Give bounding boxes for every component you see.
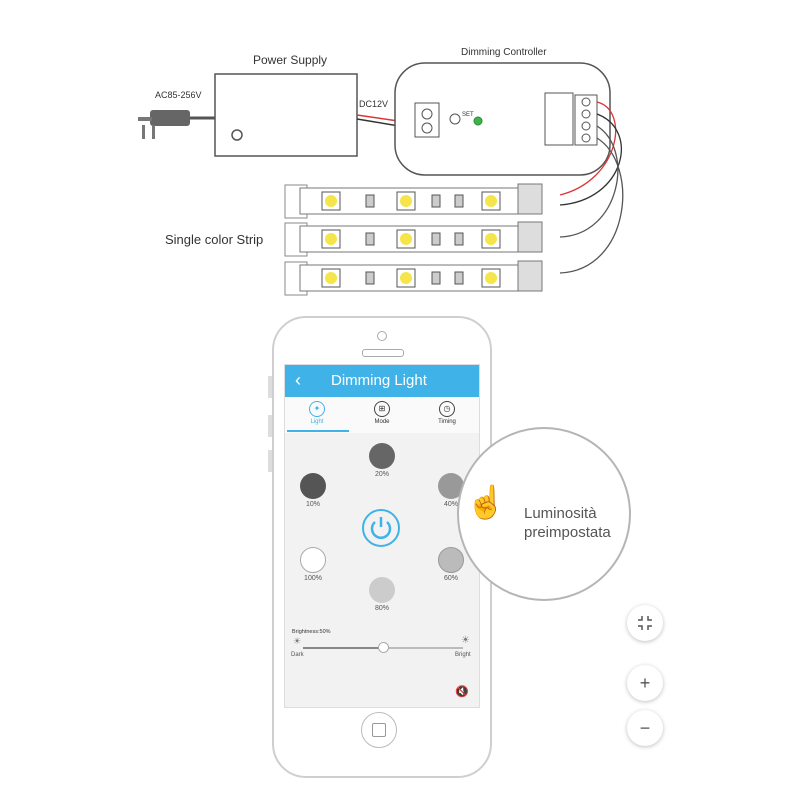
home-button[interactable] [361, 712, 397, 748]
mode-icon: ⊞ [374, 401, 390, 417]
tab-light-label: Light [310, 419, 324, 425]
dimming-controller-box [394, 62, 611, 176]
led-strip-2 [284, 221, 543, 257]
zoom-out-button[interactable]: − [627, 710, 663, 746]
power-icon [370, 517, 392, 539]
clock-icon: ◷ [439, 401, 455, 417]
app-title: Dimming Light [331, 372, 427, 389]
led-strip-1 [284, 183, 543, 219]
dark-sun-icon: ☀ [293, 636, 302, 646]
speaker-grille [362, 349, 404, 357]
side-button [268, 450, 272, 472]
controller-label: Dimming Controller [461, 47, 547, 58]
ac-input-label: AC85-256V [155, 90, 202, 100]
set-label: SET [462, 112, 474, 118]
preset-80[interactable] [369, 577, 395, 603]
side-button [268, 376, 272, 398]
led-strip-3 [284, 260, 543, 296]
preset-100[interactable] [300, 547, 326, 573]
tab-light[interactable]: ✦ Light [287, 401, 347, 425]
power-supply-box [214, 73, 358, 157]
tab-mode[interactable]: ⊞ Mode [352, 401, 412, 425]
ac-plug [138, 110, 215, 139]
callout-circle [457, 427, 631, 601]
preset-100-label: 100% [304, 575, 322, 582]
preset-10-label: 10% [305, 501, 320, 508]
phone-screen: ‹ Dimming Light ✦ Light ⊞ Mode ◷ Timing … [284, 364, 480, 708]
preset-60[interactable] [438, 547, 464, 573]
camera-icon [377, 331, 387, 341]
brightness-thumb[interactable] [378, 642, 389, 653]
preset-80-label: 80% [374, 605, 389, 612]
power-button[interactable] [362, 509, 400, 547]
preset-20[interactable] [369, 443, 395, 469]
preset-20-label: 20% [374, 471, 389, 478]
tab-indicator [287, 430, 349, 432]
bulb-icon: ✦ [309, 401, 325, 417]
dc-output-label: DC12V [359, 99, 389, 109]
callout-line-2: preimpostata [524, 524, 611, 541]
power-supply-label: Power Supply [253, 53, 328, 67]
mute-icon[interactable]: 🔇 [455, 686, 469, 698]
tap-hand-icon: ☝ [466, 484, 506, 520]
brightness-label: Brightness:50% [292, 629, 331, 635]
preset-40-label: 40% [443, 501, 458, 508]
back-icon[interactable]: ‹ [295, 370, 301, 390]
strip-label: Single color Strip [165, 232, 264, 247]
wiring-diagram [138, 62, 624, 296]
tab-timing-label: Timing [438, 419, 456, 425]
tab-mode-label: Mode [374, 419, 390, 425]
dark-label: Dark [291, 652, 304, 658]
app-header: ‹ Dimming Light [285, 365, 479, 397]
preset-60-label: 60% [443, 575, 458, 582]
callout-line-1: Luminosità [524, 505, 597, 522]
preset-10[interactable] [300, 473, 326, 499]
side-button [268, 415, 272, 437]
collapse-icon [638, 616, 652, 630]
brightness-track[interactable] [303, 642, 463, 653]
tab-timing[interactable]: ◷ Timing [417, 401, 477, 425]
collapse-button[interactable] [627, 605, 663, 641]
bright-sun-icon: ☀ [461, 635, 470, 646]
zoom-in-button[interactable]: + [627, 665, 663, 701]
brightness-fill [303, 647, 383, 649]
bright-label: Bright [455, 652, 471, 658]
